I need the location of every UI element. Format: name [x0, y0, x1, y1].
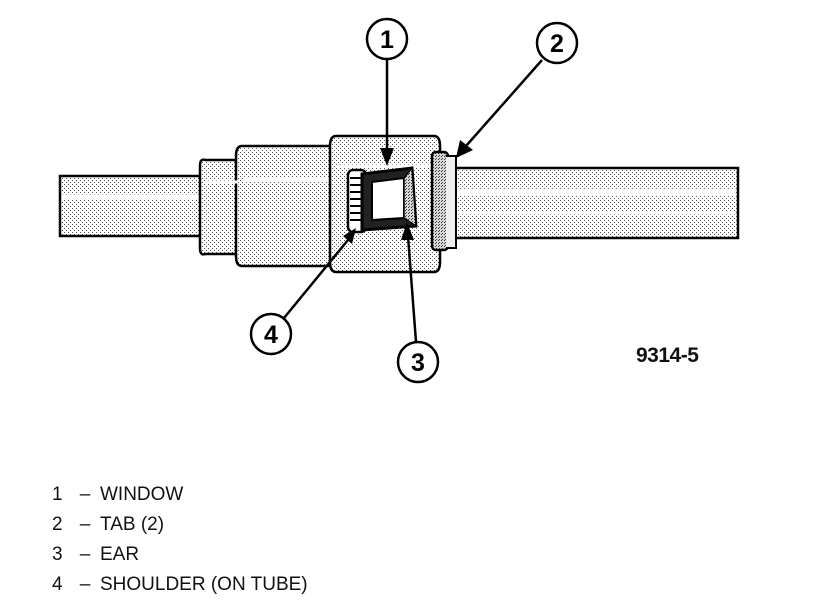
callout-3: 3	[396, 222, 440, 384]
legend-item: 2–TAB (2)	[52, 511, 308, 541]
legend-label: WINDOW	[100, 484, 184, 505]
callout-3-number: 3	[411, 349, 425, 377]
callout-2: 2	[456, 21, 579, 158]
legend-item: 4–SHOULDER (ON TUBE)	[52, 571, 308, 601]
connector-body	[198, 134, 457, 274]
window-opening	[360, 166, 418, 232]
legend: 1–WINDOW 2–TAB (2) 3–EAR 4–SHOULDER (ON …	[52, 481, 308, 601]
legend-separator: –	[79, 514, 91, 535]
figure-code: 9314-5	[636, 344, 699, 367]
legend-separator: –	[79, 544, 91, 565]
legend-number: 4	[52, 574, 63, 595]
legend-number: 1	[52, 484, 63, 505]
legend-separator: –	[79, 484, 91, 505]
legend-separator: –	[79, 574, 91, 595]
legend-item: 3–EAR	[52, 541, 308, 571]
legend-label: SHOULDER (ON TUBE)	[100, 574, 308, 595]
callout-4-number: 4	[264, 321, 278, 349]
legend-label: TAB (2)	[100, 514, 165, 535]
right-tube	[438, 166, 740, 240]
callout-4: 4	[249, 228, 356, 356]
callout-1-number: 1	[380, 26, 394, 54]
callout-1: 1	[365, 17, 409, 166]
callout-2-number: 2	[550, 30, 564, 58]
legend-number: 2	[52, 514, 63, 535]
legend-item: 1–WINDOW	[52, 481, 308, 511]
left-tube	[58, 174, 212, 238]
legend-label: EAR	[100, 544, 140, 565]
legend-number: 3	[52, 544, 63, 565]
